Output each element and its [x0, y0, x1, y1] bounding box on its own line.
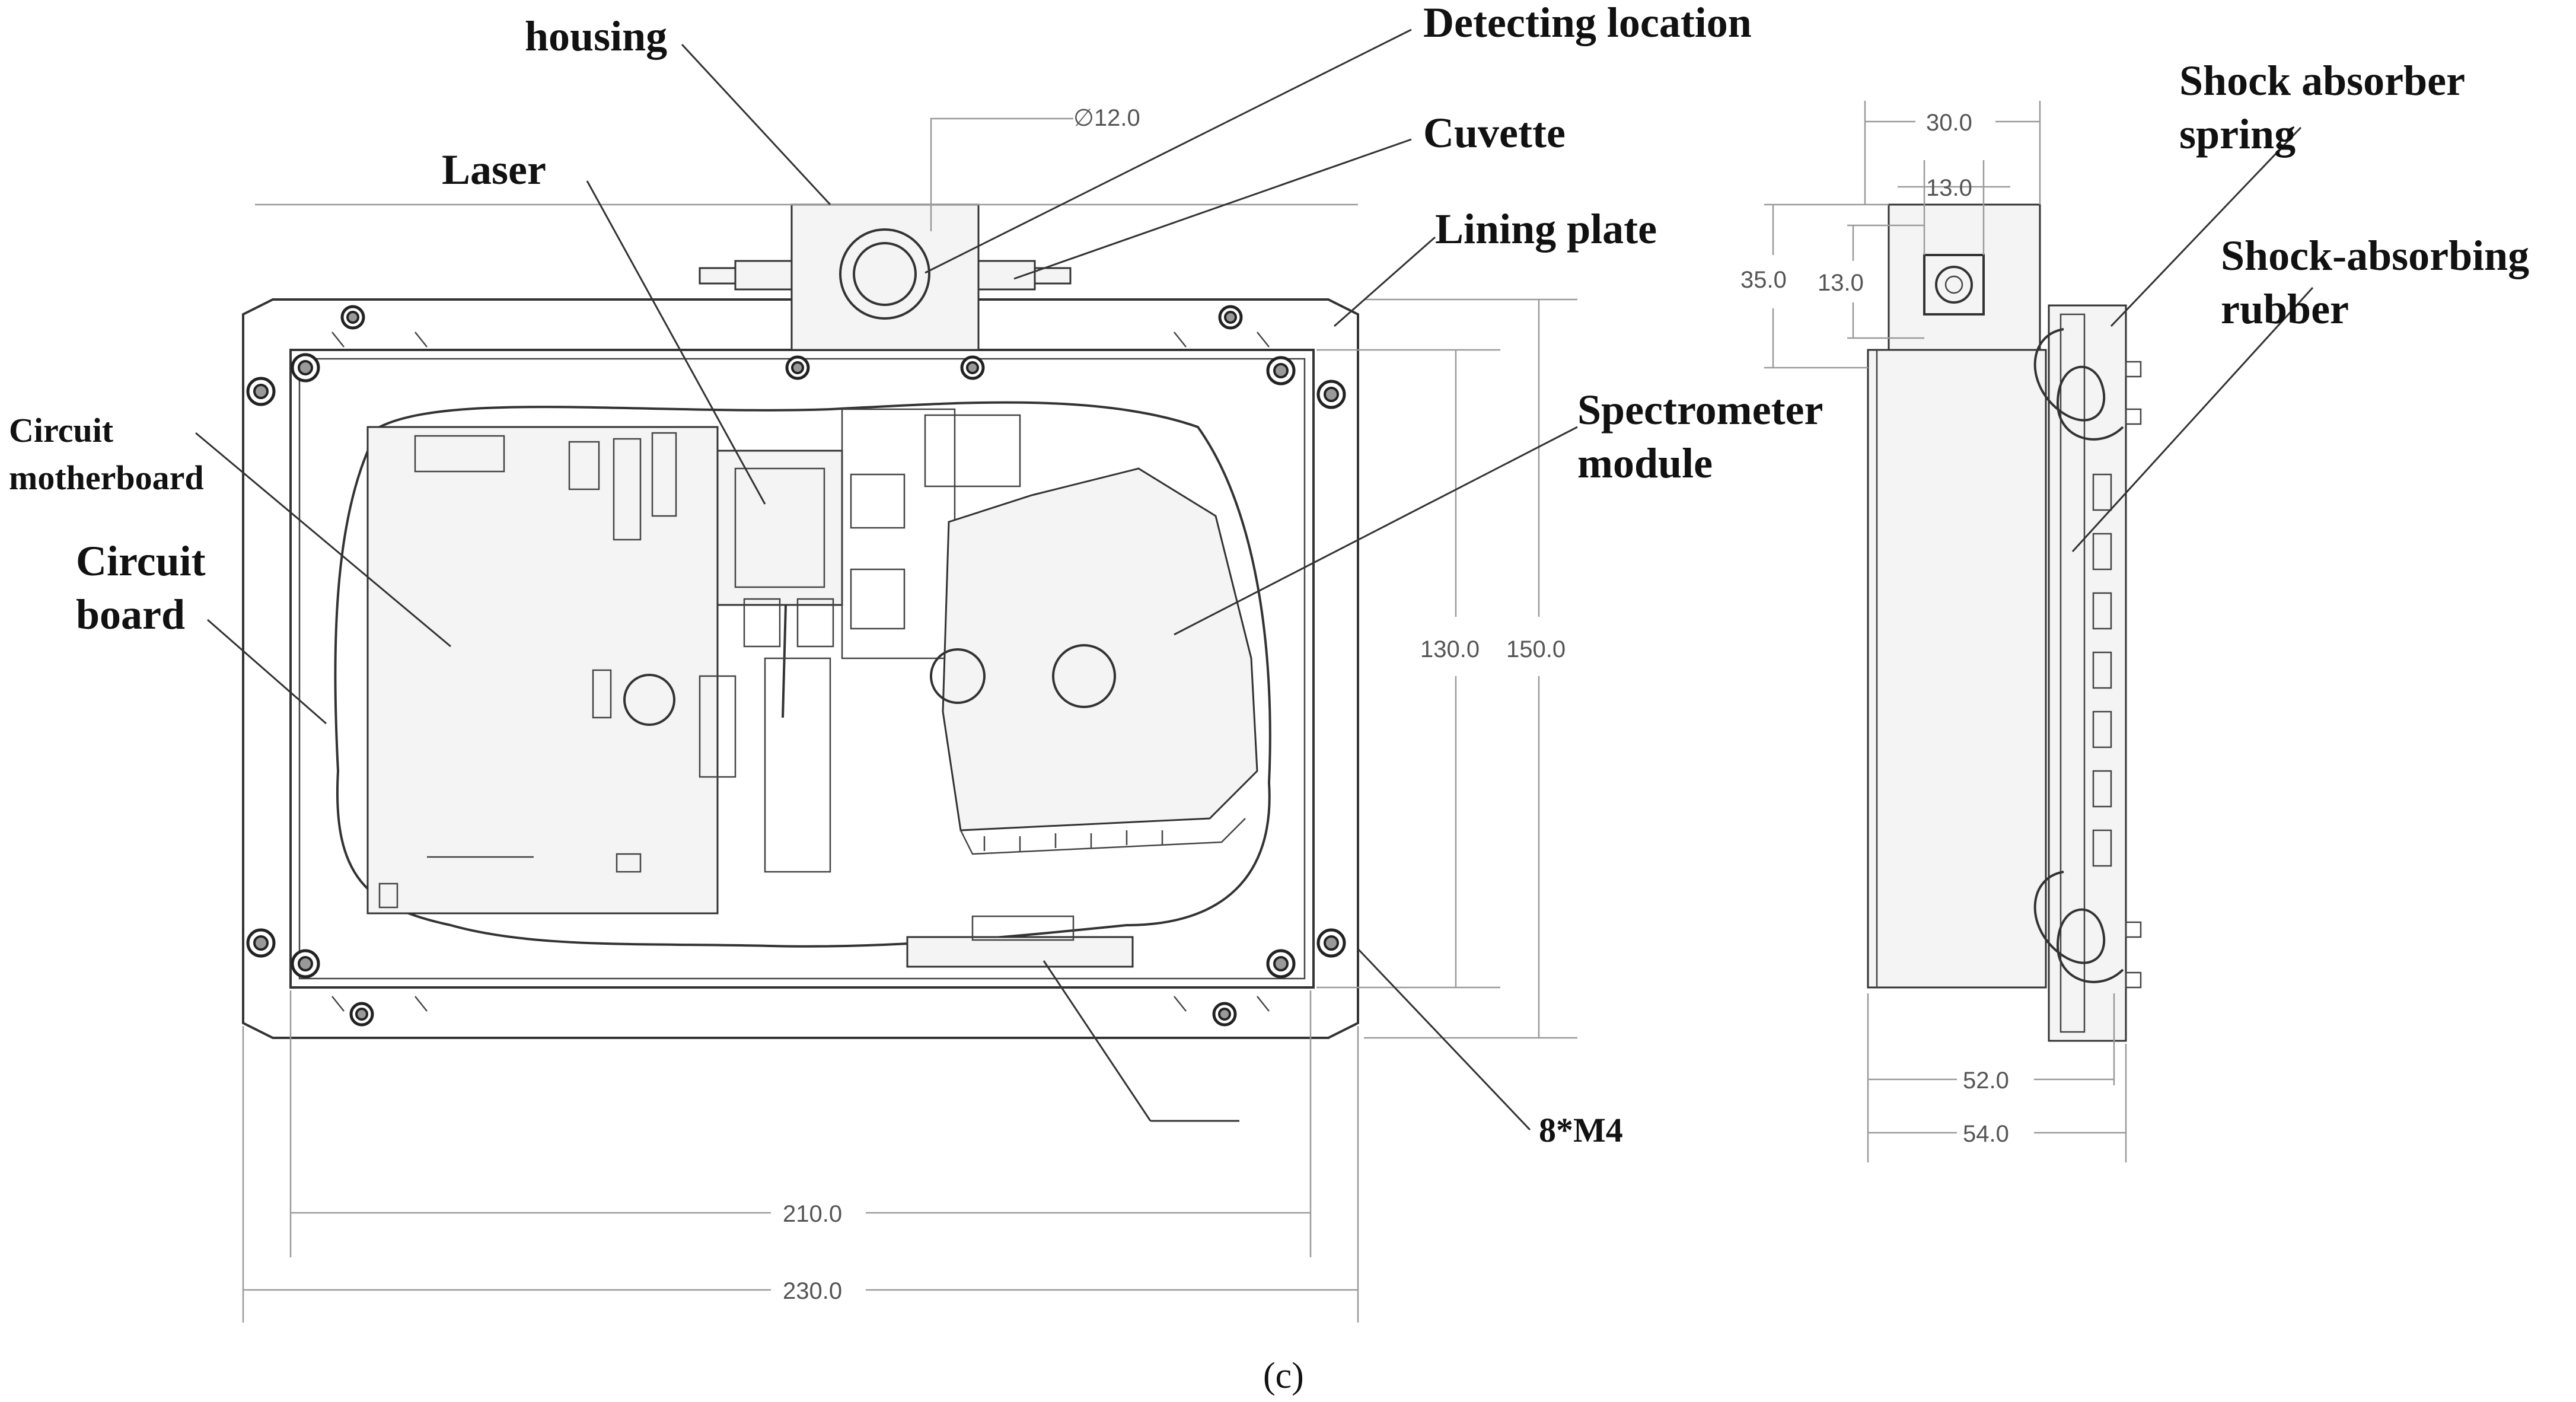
- mount-screws: [246, 305, 1346, 1027]
- screw: [340, 305, 365, 330]
- label-housing: housing: [525, 12, 667, 60]
- screw: [349, 1002, 374, 1027]
- side-dimension-lines: [1764, 101, 2127, 1162]
- shock-spring-bottom: [2033, 871, 2124, 983]
- label-shock-spring-2: spring: [2179, 110, 2296, 158]
- screw: [246, 928, 276, 958]
- screw: [1218, 305, 1243, 330]
- label-circuit-board-1: Circuit: [76, 537, 206, 585]
- housing-body: [790, 203, 980, 351]
- label-cuvette: Cuvette: [1423, 109, 1566, 157]
- figure-caption: (c): [1263, 1356, 1304, 1396]
- lining-plate-outline: [242, 298, 1359, 1039]
- screw: [291, 949, 320, 979]
- front-view: housing Detecting location Cuvette Laser…: [9, 0, 1823, 1323]
- screw: [246, 377, 276, 406]
- label-detecting-location: Detecting location: [1423, 0, 1752, 46]
- label-circuit-motherboard-1: Circuit: [9, 411, 114, 450]
- screw: [1316, 928, 1346, 958]
- dim-outer-height: 150.0: [1506, 636, 1566, 662]
- dimension-lines: [242, 117, 1577, 1323]
- screw: [785, 355, 810, 380]
- dim-total-depth: 54.0: [1963, 1121, 2009, 1147]
- screw: [291, 353, 320, 383]
- plate-slots: [331, 332, 1270, 1012]
- label-rubber-1: Shock-absorbing: [2221, 232, 2529, 279]
- leader-lines: [195, 28, 1578, 1131]
- dim-inner-width: 210.0: [783, 1201, 842, 1227]
- side-view: Shock absorber spring Shock-absorbing ru…: [1740, 57, 2529, 1162]
- circuit-motherboard: [366, 426, 719, 915]
- dim-port-height: 13.0: [1818, 270, 1864, 296]
- label-circuit-board-2: board: [76, 591, 185, 638]
- screw: [1266, 356, 1296, 385]
- screw: [1212, 1002, 1237, 1027]
- cutaway-boundary: [334, 401, 1271, 948]
- label-spectrometer-2: module: [1577, 439, 1713, 487]
- label-laser: Laser: [442, 146, 546, 193]
- cuvette-pipe-left: [734, 260, 793, 291]
- dim-top-width: 30.0: [1926, 110, 1972, 136]
- side-body: [1867, 349, 2047, 989]
- optical-port: [1923, 254, 1985, 316]
- laser-block: [716, 450, 843, 606]
- dim-port-width: 13.0: [1926, 175, 1972, 201]
- label-lining-plate: Lining plate: [1435, 205, 1657, 253]
- side-mounting-plate: [2048, 304, 2127, 1042]
- dim-inner-height: 130.0: [1420, 636, 1480, 662]
- detecting-location-ring: [839, 228, 930, 320]
- label-rubber-2: rubber: [2221, 285, 2349, 333]
- label-spectrometer-1: Spectrometer: [1577, 386, 1823, 434]
- screw: [1316, 380, 1346, 409]
- side-top-block: [1888, 203, 2041, 351]
- screw: [960, 355, 985, 380]
- label-circuit-motherboard-2: motherboard: [9, 458, 204, 497]
- dim-outer-width: 230.0: [783, 1278, 842, 1304]
- label-shock-spring-1: Shock absorber: [2179, 57, 2465, 104]
- shock-spring-top: [2033, 328, 2124, 441]
- dim-body-depth: 52.0: [1963, 1068, 2009, 1094]
- dim-top-height: 35.0: [1740, 267, 1787, 293]
- dim-cuvette-diameter: ∅12.0: [1073, 105, 1140, 131]
- screw: [1266, 949, 1296, 979]
- label-screws: 8*M4: [1539, 1111, 1623, 1149]
